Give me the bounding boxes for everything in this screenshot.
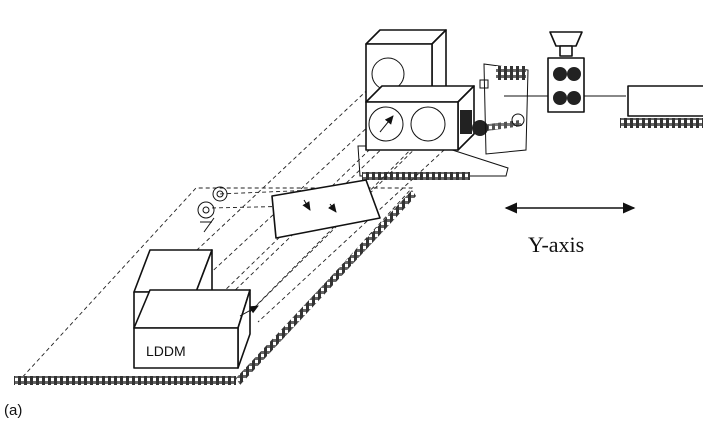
lower-stage-platform <box>14 187 416 385</box>
optical-head-module <box>365 29 529 155</box>
lens-elements <box>197 186 228 233</box>
y-axis-label: Y-axis <box>528 232 584 257</box>
lddm-module <box>133 249 259 369</box>
right-beam-line <box>504 31 703 128</box>
panel-label: (a) <box>4 402 22 419</box>
lddm-label: LDDM <box>146 343 186 359</box>
tilted-mirror-panel <box>271 179 381 239</box>
